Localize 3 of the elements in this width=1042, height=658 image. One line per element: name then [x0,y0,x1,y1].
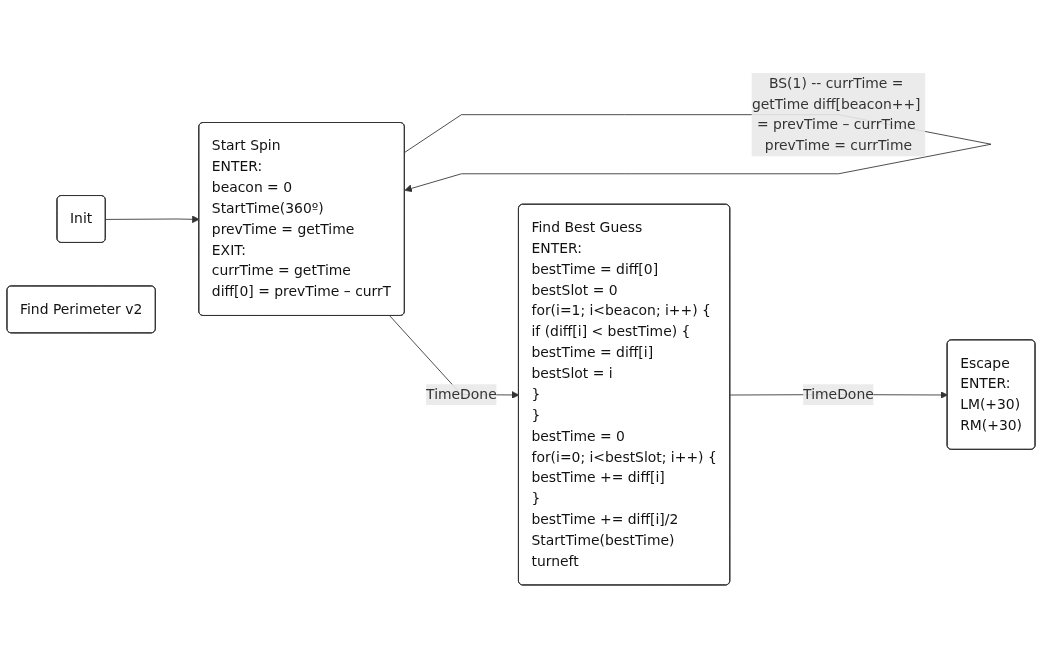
edge-label: BS(1) -- currTime = getTime diff[beacon++] = prevTime – currTime prevTime = currTime [751,74,921,154]
edge-label: TimeDone [426,385,497,403]
edge-label: TimeDone [803,385,874,403]
